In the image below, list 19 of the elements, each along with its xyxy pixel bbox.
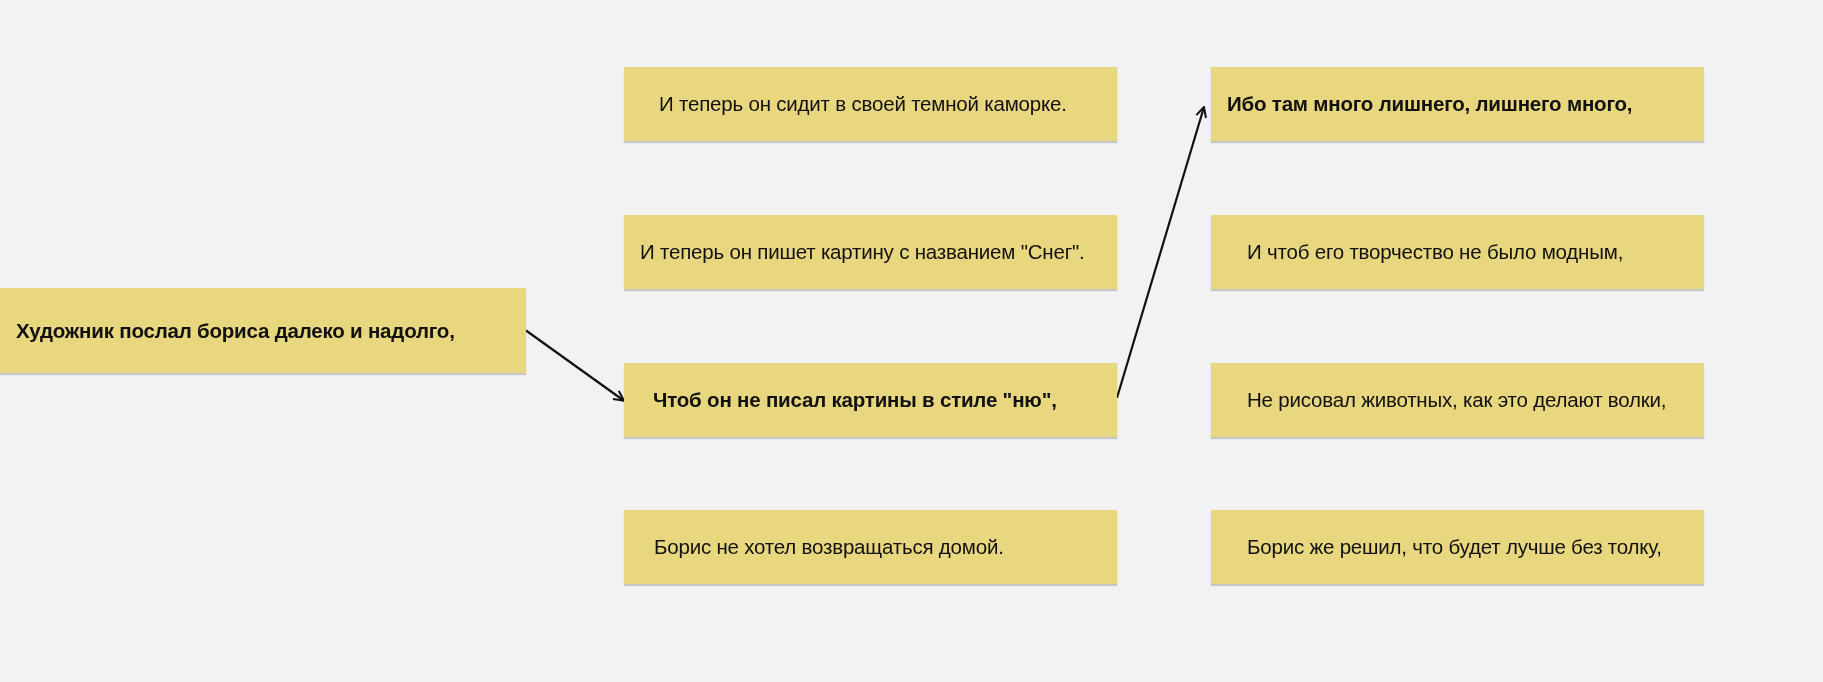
text-card xyxy=(1211,67,1704,141)
card-text: И теперь он пишет картину с названием "Снег". xyxy=(640,240,1085,264)
card-text: Борис же решил, что будет лучше без толку, xyxy=(1247,535,1662,559)
text-card xyxy=(1211,363,1704,437)
text-card xyxy=(624,215,1117,289)
card-text: Художник послал бориса далеко и надолго, xyxy=(16,318,455,343)
text-card xyxy=(1211,510,1704,584)
card-text: Чтоб он не писал картины в стиле "ню", xyxy=(653,388,1057,412)
text-card xyxy=(624,363,1117,437)
card-text: Борис не хотел возвращаться домой. xyxy=(654,535,1004,559)
text-card xyxy=(1211,215,1704,289)
card-text: Ибо там много лишнего, лишнего много, xyxy=(1227,92,1633,116)
card-text: И теперь он сидит в своей темной каморке. xyxy=(659,92,1067,116)
text-card xyxy=(624,67,1117,141)
text-card xyxy=(0,288,526,373)
card-text: Не рисовал животных, как это делают волки, xyxy=(1247,388,1667,412)
card-text: И чтоб его творчество не было модным, xyxy=(1247,240,1624,264)
arrow xyxy=(525,329,625,402)
text-card xyxy=(624,510,1117,584)
